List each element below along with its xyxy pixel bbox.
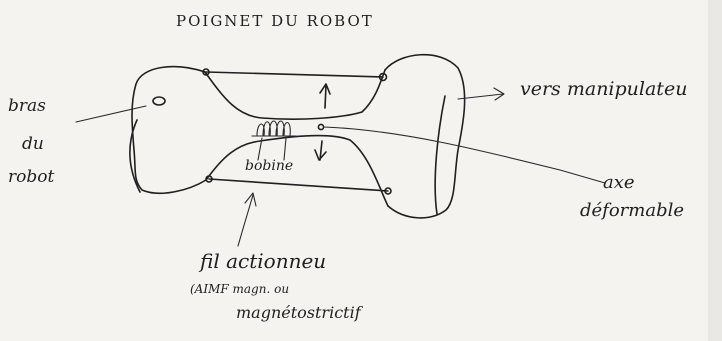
up-arrow-icon — [319, 83, 331, 109]
bottom-wire — [208, 178, 389, 192]
coil-icon — [251, 120, 297, 137]
upper-waist — [204, 69, 386, 120]
axis-point — [317, 123, 325, 131]
down-arrow-icon — [314, 140, 327, 161]
label-magnetostrictif: magnétostrictif — [236, 303, 361, 322]
lower-waist — [205, 134, 389, 207]
robot-arm-outline — [131, 65, 207, 194]
arm-joint-hole — [152, 96, 166, 106]
label-aimf: (AIMF magn. ou — [190, 282, 290, 296]
top-left-anchor — [202, 68, 210, 76]
label-deformable: déformable — [580, 200, 685, 221]
label-bras: bras — [8, 96, 46, 116]
label-du: du — [22, 134, 44, 154]
diagram-title: POIGNET DU ROBOT — [176, 12, 374, 30]
bottom-left-anchor — [205, 175, 213, 183]
axis-leader-line — [323, 126, 606, 184]
coil-lead-left — [257, 137, 263, 161]
label-vers-manipulateur: vers manipulateu — [520, 78, 688, 100]
top-wire — [205, 71, 384, 78]
coil-lead-right — [283, 137, 287, 161]
label-axe: axe — [603, 172, 635, 193]
label-bobine: bobine — [245, 158, 294, 174]
paper-edge — [708, 0, 722, 341]
arm-leader-line — [75, 105, 147, 123]
actuator-arrow-icon — [237, 192, 257, 247]
label-fil-actionneur: fil actionneu — [200, 249, 327, 273]
manipulator-outline — [384, 53, 466, 219]
label-robot: robot — [8, 167, 55, 187]
manipulator-leader-line — [457, 87, 505, 101]
top-right-anchor — [378, 72, 388, 82]
manipulator-side-stroke — [434, 95, 446, 215]
bottom-right-anchor — [384, 187, 392, 195]
robot-arm-side-stroke — [129, 119, 141, 193]
